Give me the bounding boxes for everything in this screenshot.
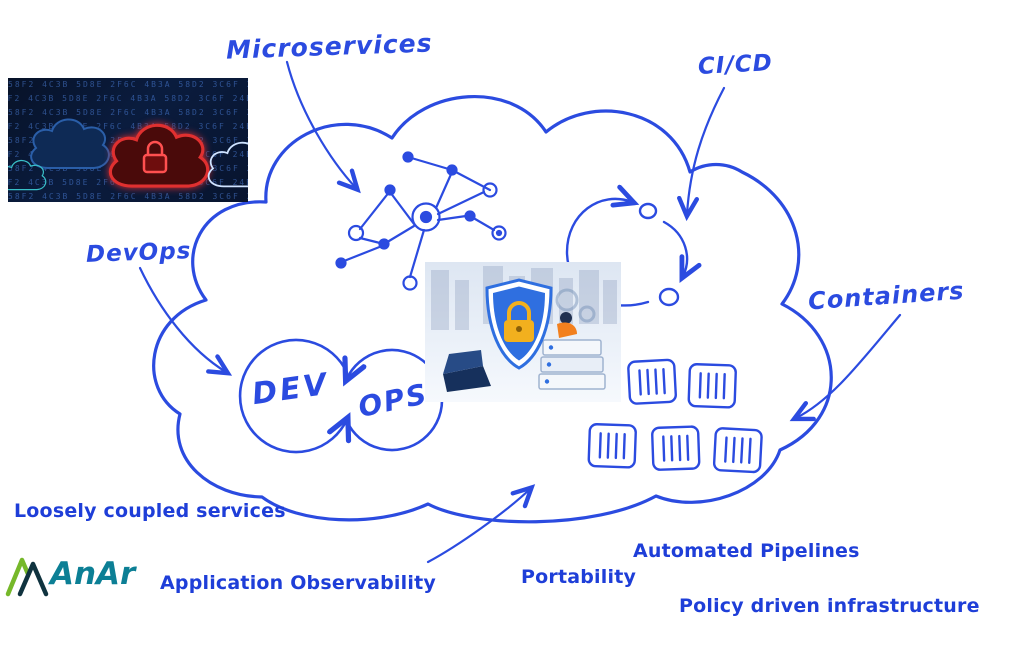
arrow-devops-icon [138, 266, 233, 376]
cloud-security-photo: 58F2 4C3B 5D8E 2F6C 4B3A 58D2 3C6F 24B8 … [8, 78, 248, 202]
cloud-outline-icon [152, 94, 833, 524]
caption-automated-pipelines: Automated Pipelines [633, 540, 860, 562]
laptop-icon [443, 350, 491, 392]
caption-policy-infra: Policy driven infrastructure [679, 595, 980, 617]
gear-icon [555, 288, 596, 323]
arrow-cicd-icon [677, 86, 726, 222]
brand-logo: AnAr [4, 550, 164, 600]
containers-icon [587, 358, 763, 474]
server-stack-icon [538, 339, 606, 390]
blue-cloud-icon [30, 118, 110, 169]
arrow-containers-icon [789, 313, 902, 422]
red-lock-icon [142, 140, 168, 174]
caption-loosely-coupled: Loosely coupled services [14, 500, 286, 522]
caption-app-observability: Application Observability [160, 572, 436, 594]
arrow-microservices-icon [285, 60, 361, 194]
security-illustration-art [431, 266, 617, 392]
white-cloud-icon [207, 141, 248, 188]
arrow-observability-icon [426, 484, 536, 564]
person-icon [557, 312, 577, 338]
photo-cloud-shapes [8, 118, 248, 191]
label-devops: DevOps [85, 238, 192, 268]
microservices-network-icon [335, 151, 507, 291]
shield-lock-icon [485, 278, 553, 370]
caption-portability: Portability [521, 566, 637, 588]
brand-mark-icon [5, 557, 49, 597]
label-cicd: CI/CD [697, 50, 774, 80]
brand-name: AnAr [50, 556, 136, 592]
security-illustration [425, 262, 621, 402]
